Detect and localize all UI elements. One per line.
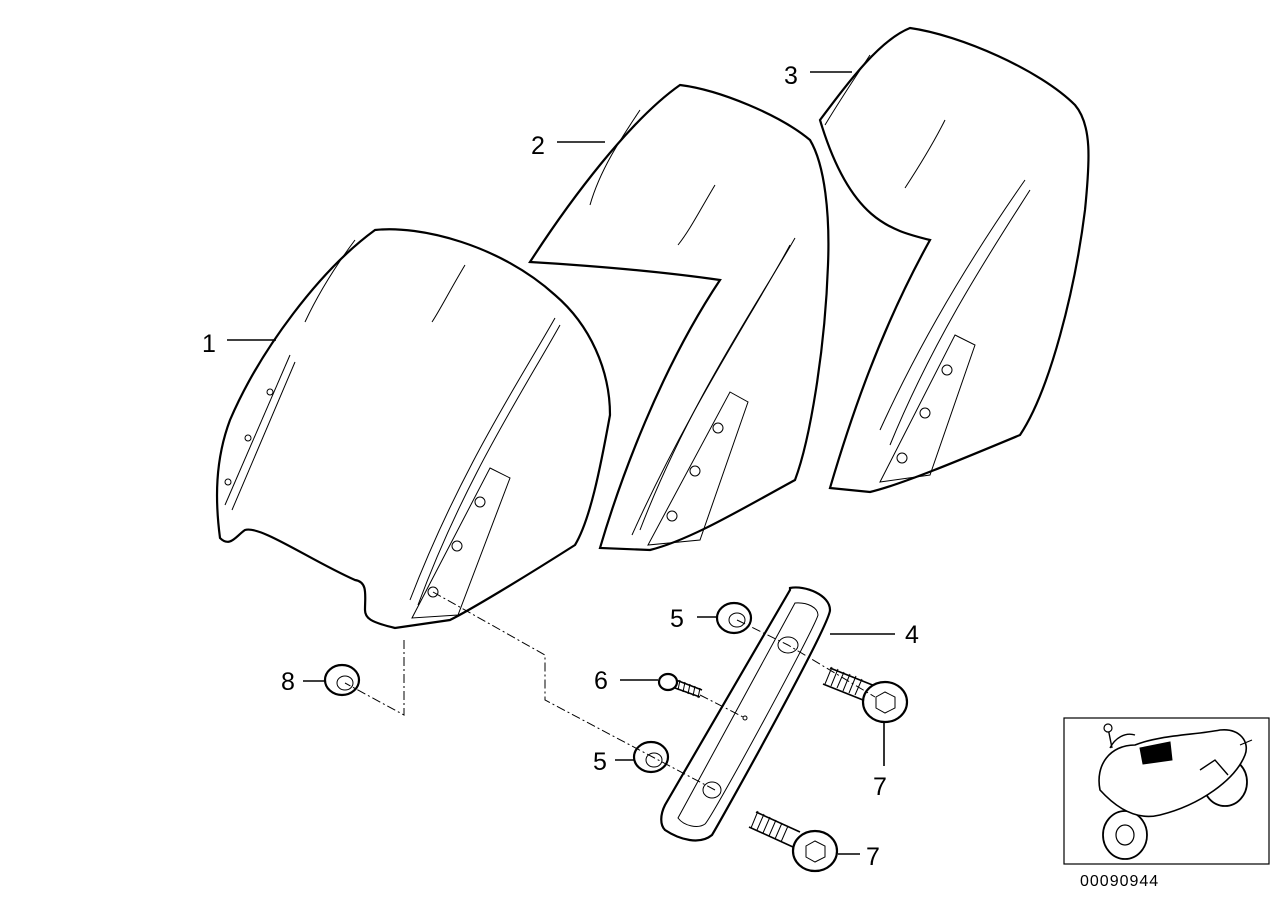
windshield-2 — [528, 83, 830, 552]
leader-lines — [227, 71, 895, 855]
windshield-1 — [215, 228, 612, 630]
assembly-lines — [344, 591, 876, 791]
bolt-7-upper — [822, 666, 909, 724]
bolt-7-lower — [748, 810, 839, 873]
callout-5-top: 5 — [670, 605, 684, 633]
washer-8 — [323, 663, 361, 697]
windshield-3 — [818, 26, 1090, 494]
reference-number: 00090944 — [1080, 873, 1159, 890]
callout-4: 4 — [905, 621, 919, 649]
callout-8: 8 — [281, 668, 295, 696]
bracket-4 — [660, 586, 832, 842]
callout-6: 6 — [594, 667, 608, 695]
washer-5-top — [715, 601, 753, 635]
callout-7-lower: 7 — [866, 843, 880, 871]
callout-5-bottom: 5 — [593, 748, 607, 776]
callout-3: 3 — [784, 62, 798, 90]
callout-7-upper: 7 — [873, 773, 887, 801]
motorcycle-thumbnail-icon — [1063, 717, 1270, 865]
callout-1: 1 — [202, 330, 216, 358]
callout-2: 2 — [531, 132, 545, 160]
washer-5-bottom — [632, 740, 670, 774]
screw-6 — [657, 672, 703, 699]
